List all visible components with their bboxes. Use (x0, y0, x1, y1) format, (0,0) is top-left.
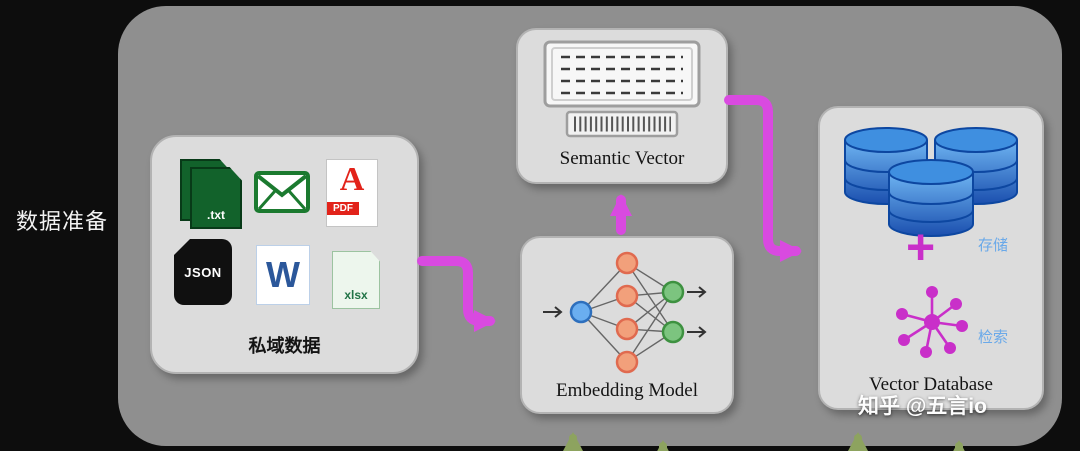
email-icon (254, 171, 310, 213)
embedding-model-box: Embedding Model (520, 236, 734, 414)
semantic-vector-label: Semantic Vector (559, 148, 685, 169)
txt-file-label: .txt (207, 208, 225, 222)
embedding-model-label: Embedding Model (556, 380, 698, 401)
watermark: 知乎 @五言io (858, 395, 987, 418)
json-file-label: JSON (184, 264, 222, 280)
plus-icon: + (906, 219, 936, 275)
xlsx-file-icon: xlsx (332, 251, 380, 309)
json-file-icon: JSON (174, 239, 232, 305)
txt-file-front-page: .txt (190, 167, 242, 229)
store-label: 存储 (978, 237, 1009, 254)
xlsx-file-label: xlsx (344, 288, 368, 302)
private-data-box: .txt A PDF JSON W xlsx 私域数据 (150, 135, 419, 374)
private-data-label: 私域数据 (248, 336, 321, 356)
neural-network-icon (543, 251, 707, 374)
database-cylinders-icon (844, 127, 1018, 237)
semantic-vector-icon (543, 40, 701, 138)
txt-file-icon: .txt (180, 159, 244, 229)
vector-database-box: + 存储 检索 Vector Database (818, 106, 1044, 410)
stage-label: 数据准备 (15, 209, 108, 234)
json-fold-corner (174, 239, 190, 255)
pdf-file-icon: A PDF (326, 159, 378, 227)
vector-database-label: Vector Database (869, 374, 993, 395)
retrieval-graph-icon (896, 286, 968, 358)
pdf-a-glyph: A (339, 161, 365, 198)
word-file-icon: W (256, 245, 310, 305)
word-file-label: W (266, 254, 300, 295)
semantic-vector-box: Semantic Vector (516, 28, 728, 184)
retrieve-label: 检索 (978, 329, 1009, 346)
pdf-file-label: PDF (327, 202, 359, 215)
